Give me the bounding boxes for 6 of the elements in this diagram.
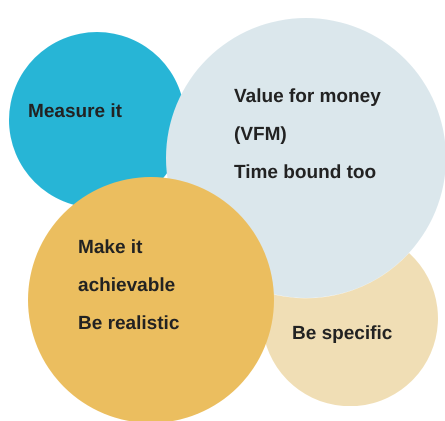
circle-text: Measure it: [28, 100, 123, 124]
circle-text: Make it achievable: [78, 236, 176, 298]
circle-text: Be realistic: [78, 312, 180, 336]
circle-text: Time bound too: [234, 161, 378, 185]
circle-text: Value for money (VFM): [234, 85, 382, 147]
circle-text: Be specific: [292, 322, 392, 346]
